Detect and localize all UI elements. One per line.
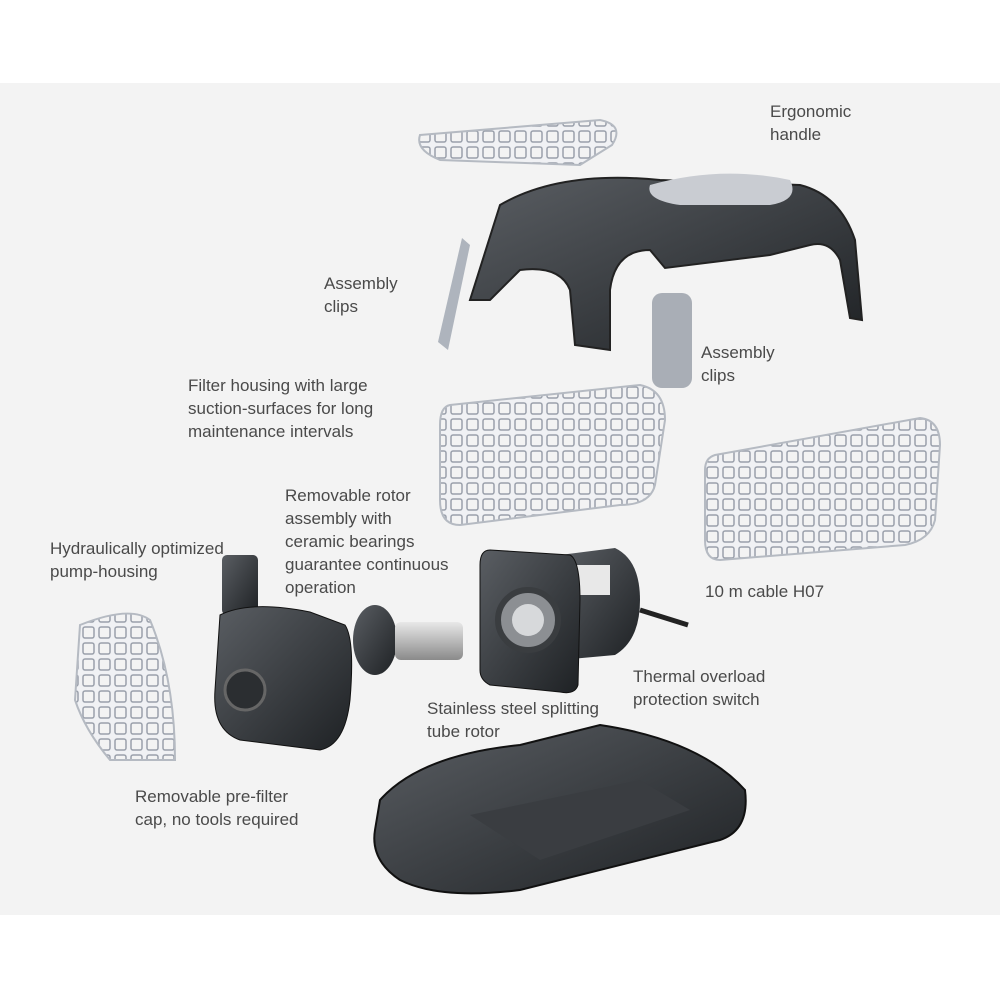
- label-line: operation: [285, 578, 356, 597]
- label-line: suction-surfaces for long: [188, 399, 374, 418]
- assembly-clip-right: [652, 293, 692, 388]
- label-line: guarantee continuous: [285, 555, 449, 574]
- label-line: pump-housing: [50, 562, 158, 581]
- label-assembly-clips-left: Assembly clips: [324, 272, 398, 318]
- label-line: cap, no tools required: [135, 810, 299, 829]
- label-rotor-assembly: Removable rotor assembly with ceramic bear…: [285, 484, 449, 599]
- label-thermal-switch: Thermal overload protection switch: [633, 665, 765, 711]
- label-line: Hydraulically optimized: [50, 539, 224, 558]
- label-line: clips: [701, 366, 736, 385]
- label-line: Thermal overload: [633, 667, 766, 686]
- label-cable: 10 m cable H07: [705, 580, 824, 603]
- label-filter-housing: Filter housing with large suction-surface…: [188, 374, 373, 443]
- label-assembly-clips-right: Assembly clips: [701, 341, 775, 387]
- label-line: Stainless steel splitting: [427, 699, 599, 718]
- label-pump-housing: Hydraulically optimized pump-housing: [50, 537, 224, 583]
- pump-inlet: [223, 668, 267, 712]
- cable-stub: [639, 607, 689, 628]
- label-line: 10 m cable H07: [705, 582, 825, 601]
- filter-grille-left: [439, 383, 667, 527]
- label-line: Ergonomic: [770, 102, 852, 121]
- pump-housing: [214, 606, 353, 751]
- label-line: handle: [770, 125, 822, 144]
- ergonomic-handle-grip: [649, 173, 793, 205]
- label-line: clips: [324, 297, 359, 316]
- label-line: maintenance intervals: [188, 422, 354, 441]
- filter-grille-right: [704, 416, 942, 562]
- label-line: Assembly: [701, 343, 775, 362]
- stainless-steel-tube-rotor: [395, 622, 463, 660]
- label-ergonomic-handle: Ergonomic handle: [770, 100, 851, 146]
- label-prefilter-cap: Removable pre-filter cap, no tools requir…: [135, 785, 299, 831]
- top-grille: [418, 118, 618, 167]
- label-line: ceramic bearings: [285, 532, 415, 551]
- label-line: Filter housing with large: [188, 376, 368, 395]
- label-line: Removable rotor: [285, 486, 411, 505]
- handle-housing: [468, 176, 864, 352]
- pump-outlet: [222, 555, 258, 615]
- label-line: Removable pre-filter: [135, 787, 289, 806]
- label-line: assembly with: [285, 509, 392, 528]
- label-line: tube rotor: [427, 722, 500, 741]
- impeller: [353, 605, 397, 675]
- label-line: Assembly: [324, 274, 398, 293]
- prefilter-cap: [73, 612, 177, 761]
- label-tube-rotor: Stainless steel splitting tube rotor: [427, 697, 599, 743]
- label-line: protection switch: [633, 690, 760, 709]
- assembly-clip-left: [438, 238, 470, 350]
